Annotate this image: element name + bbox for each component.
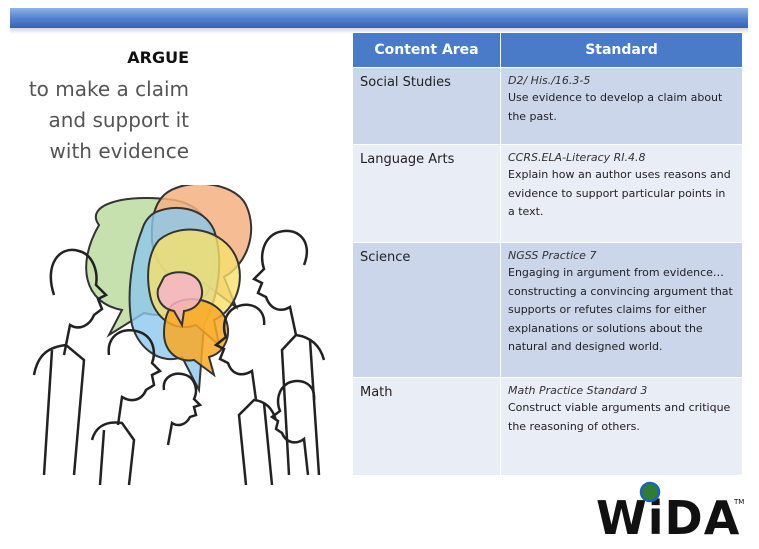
left-middle-person-body [90, 421, 136, 485]
right-person-body [280, 333, 326, 476]
header-content-area: Content Area [352, 32, 501, 68]
standard-cell: Math Practice Standard 3 Construct viabl… [500, 377, 743, 476]
globe-icon [639, 481, 661, 503]
bottom-right-person-head [269, 379, 316, 476]
standard-cell: D2/ His./16.3-5 Use evidence to develop … [500, 67, 743, 145]
content-area-cell: Language Arts [352, 144, 501, 243]
standard-code: Math Practice Standard 3 [508, 384, 648, 397]
right-person-head [251, 229, 309, 336]
standard-code: NGSS Practice 7 [508, 249, 597, 262]
trademark-symbol: TM [733, 498, 744, 506]
header-bar-shadow [10, 28, 748, 34]
standard-description: Use evidence to develop a claim about th… [508, 91, 723, 123]
table-row: Language Arts CCRS.ELA-Literacy RI.4.8 E… [352, 144, 743, 243]
wida-logo-text: WiDA [596, 491, 740, 545]
subtitle-line-3: with evidence [49, 139, 189, 163]
right-middle-person-body [237, 398, 278, 485]
table-row: Science NGSS Practice 7 Engaging in argu… [352, 242, 743, 378]
right-middle-person-head [213, 303, 266, 401]
subtitle-line-2: and support it [48, 108, 189, 132]
standard-cell: CCRS.ELA-Literacy RI.4.8 Explain how an … [500, 144, 743, 243]
table-row: Math Math Practice Standard 3 Construct … [352, 377, 743, 476]
content-area-label: Science [360, 250, 411, 265]
content-area-cell: Social Studies [352, 67, 501, 145]
content-area-label: Math [360, 385, 393, 400]
table-row: Social Studies D2/ His./16.3-5 Use evide… [352, 67, 743, 145]
top-header-bar [10, 8, 748, 28]
standards-table: Content Area Standard Social Studies D2/… [352, 32, 743, 476]
standard-description: Explain how an author uses reasons and e… [508, 168, 731, 218]
people-arguing-illustration [32, 185, 326, 485]
standard-description: Construct viable arguments and critique … [508, 401, 731, 433]
pink-speech-bubble [156, 271, 203, 329]
table-header-row: Content Area Standard [352, 32, 743, 68]
left-middle-person-head [107, 329, 163, 426]
center-person-head [162, 372, 203, 446]
subtitle-line-1: to make a claim [28, 77, 189, 101]
content-area-cell: Science [352, 242, 501, 378]
wida-logo: WiDA TM [596, 481, 744, 545]
left-person-head [49, 248, 109, 356]
standard-code: D2/ His./16.3-5 [508, 74, 591, 87]
slide-subtitle: to make a claim and support it with evid… [0, 74, 189, 167]
standard-description: Engaging in argument from evidence…const… [508, 266, 733, 353]
left-person-body [32, 343, 86, 476]
content-area-cell: Math [352, 377, 501, 476]
standard-cell: NGSS Practice 7 Engaging in argument fro… [500, 242, 743, 378]
standard-code: CCRS.ELA-Literacy RI.4.8 [508, 151, 646, 164]
slide-title: ARGUE [127, 48, 189, 67]
header-standard: Standard [500, 32, 743, 68]
content-area-label: Language Arts [360, 152, 455, 167]
content-area-label: Social Studies [360, 75, 451, 90]
